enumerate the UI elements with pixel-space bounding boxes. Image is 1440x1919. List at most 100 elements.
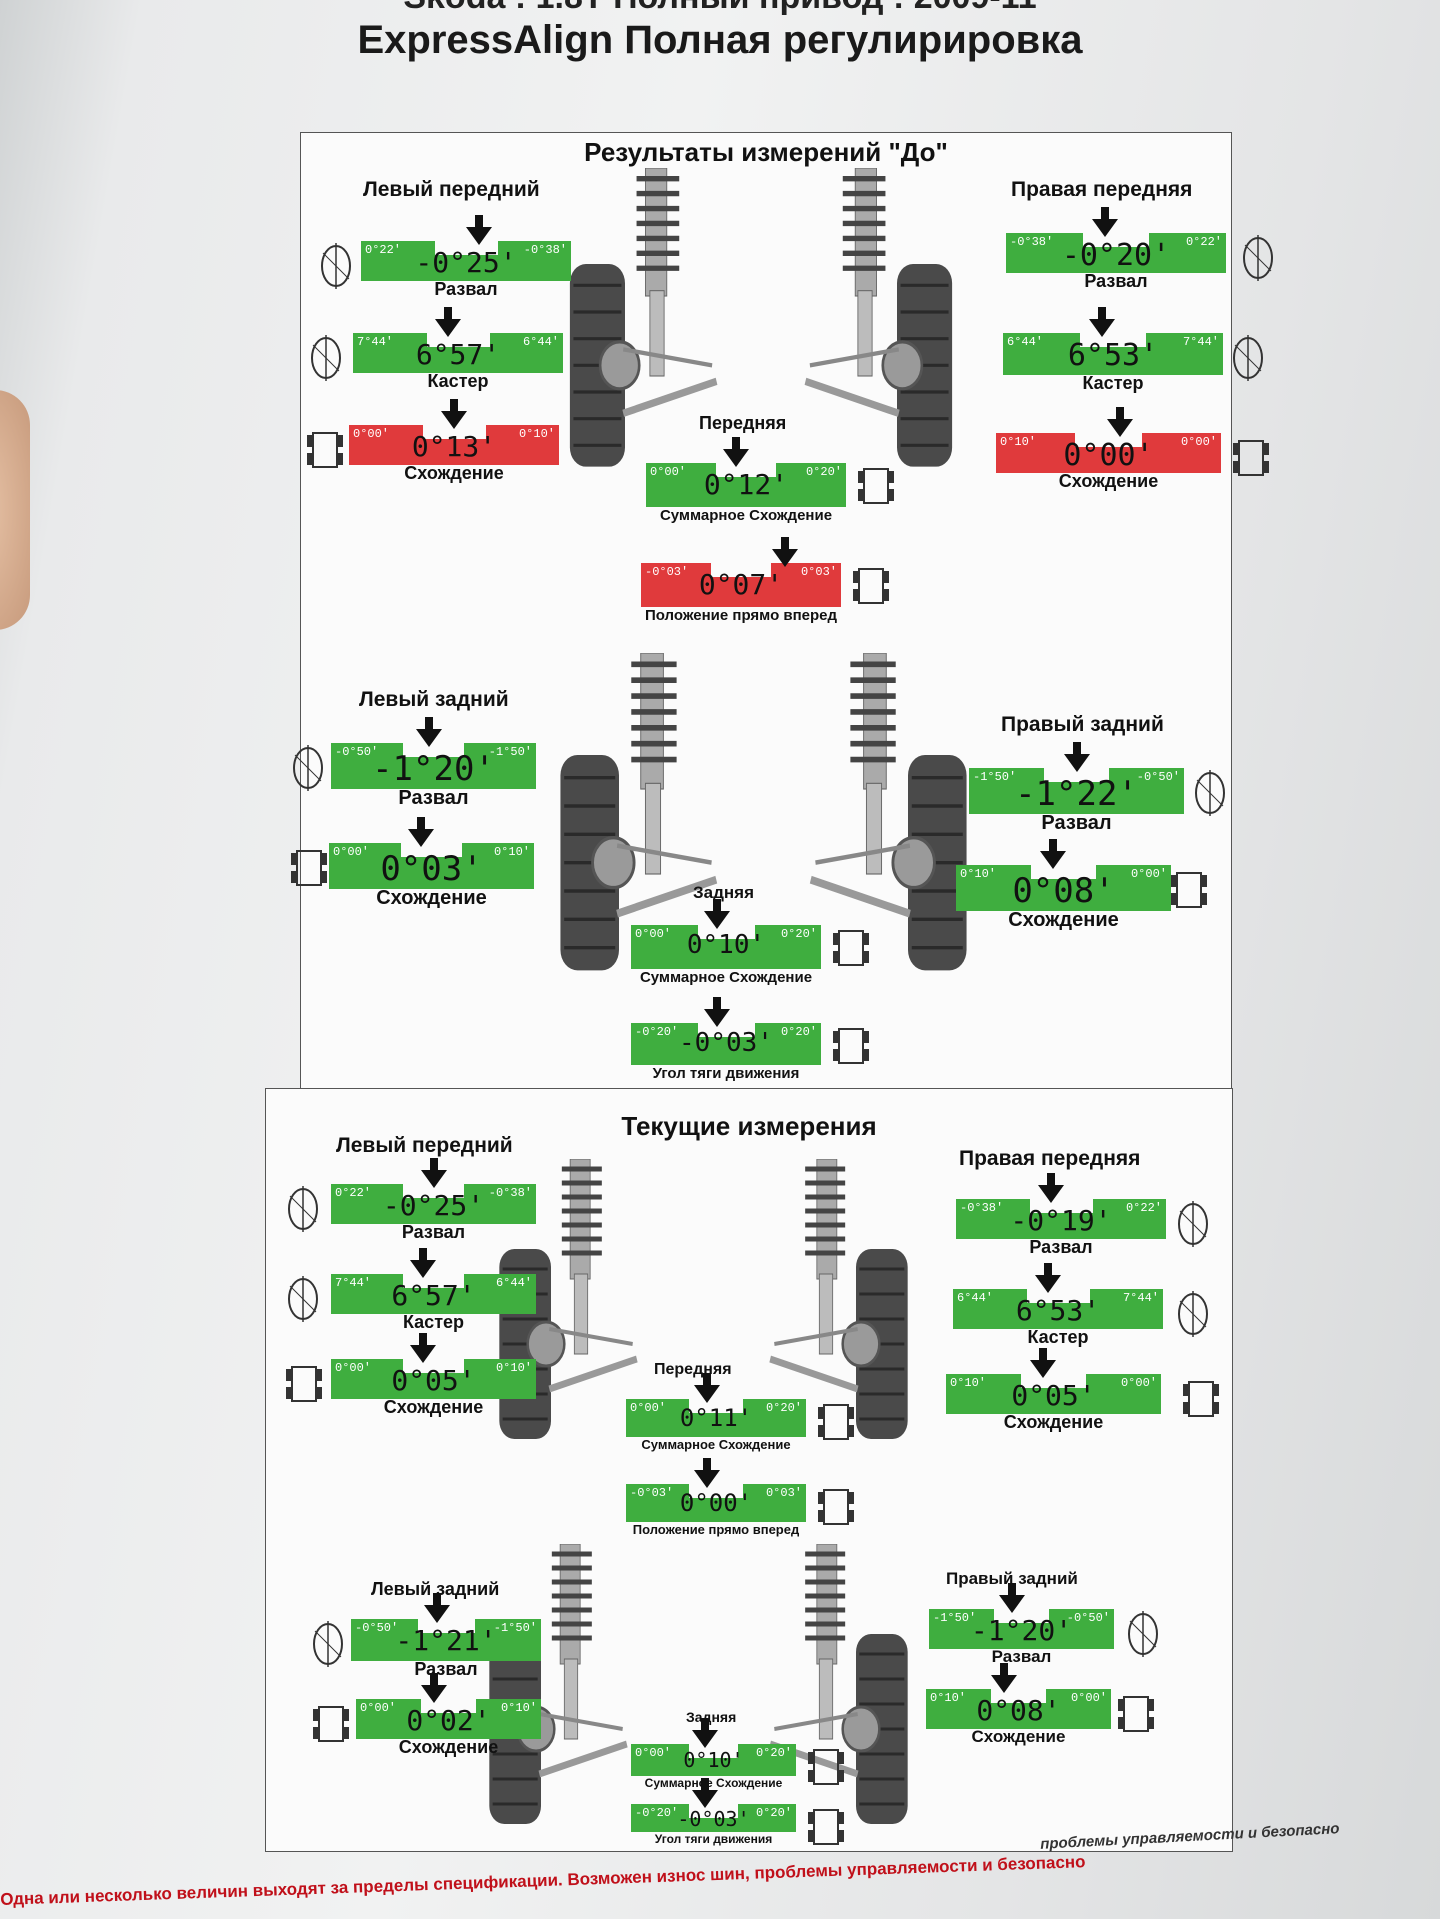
- before-rear_total-label: Суммарное Схождение: [639, 969, 813, 986]
- before-thrust-arrow-stem: [712, 997, 721, 1011]
- current-fl-toe-icon: [284, 1361, 324, 1412]
- current-rr-title: Правый задний: [946, 1569, 1078, 1588]
- before-steer_ahead-icon: [851, 563, 891, 614]
- current-front_total-arrow-stem: [703, 1373, 711, 1387]
- current-fr-camber-arrow: [1037, 1185, 1064, 1203]
- current-rear_total-value: 0°10': [683, 1747, 744, 1772]
- current-steer_ahead-icon: [816, 1484, 856, 1535]
- current-panel-title: Текущие измерения: [621, 1111, 877, 1141]
- before-fl-caster-value: 6°57': [415, 337, 501, 371]
- before-rl-toe-value: 0°03': [380, 848, 483, 889]
- current-fr-caster: 6°44'7°44'6°53': [953, 1263, 1163, 1329]
- before-fr-camber-min: -0°38': [1010, 235, 1054, 249]
- before-fl-camber-arrow: [465, 227, 492, 245]
- current-rr-toe-icon: [1116, 1691, 1156, 1742]
- current-rl-camber-label: Развал: [414, 1659, 478, 1679]
- before-rr-toe-label: Схождение: [1008, 909, 1119, 931]
- current-thrust-icon: [806, 1804, 846, 1855]
- before-fr-toe-arrow-stem: [1115, 407, 1124, 421]
- before-rr-toe: 0°10'0°00'0°08': [956, 839, 1171, 911]
- before-fr-caster-max: 7°44': [1182, 335, 1219, 349]
- current-fl-toe-max: 0°10': [495, 1361, 532, 1375]
- before-panel-title: Результаты измерений "До": [584, 137, 948, 167]
- before-fr-camber-label: Развал: [1084, 271, 1148, 291]
- before-rear_total-arrow: [703, 911, 730, 929]
- before-fr-caster-label: Кастер: [1082, 373, 1144, 393]
- current-fr-caster-label: Кастер: [1027, 1327, 1089, 1347]
- current-rr-toe-value: 0°08': [976, 1693, 1061, 1727]
- before-rr-camber-value: -1°22': [1015, 773, 1138, 814]
- before-fl-camber-max: -0°38': [523, 243, 567, 257]
- before-rr-camber-notch: [1044, 768, 1109, 782]
- before-rl-toe-arrow-stem: [417, 817, 426, 831]
- current-steer_ahead-label: Положение прямо вперед: [632, 1522, 800, 1537]
- current-fr-camber-max: 0°22': [1125, 1201, 1162, 1215]
- before-front_total-title: Передняя: [699, 413, 787, 433]
- current-rl-camber-max: -1°50': [493, 1621, 537, 1635]
- before-steer_ahead-value: 0°07': [698, 568, 784, 602]
- current-fl-camber-icon: [286, 1186, 320, 1237]
- before-front-left-suspension-icon: [561, 167, 721, 488]
- before-rl-camber-label: Развал: [398, 787, 469, 809]
- before-fl-caster: 7°44'6°44'6°57': [353, 307, 563, 373]
- before-thrust-max: 0°20': [780, 1025, 817, 1039]
- before-rl-toe-max: 0°10': [493, 845, 530, 859]
- before-front_total: 0°00'0°20'0°12': [646, 437, 846, 507]
- current-rr-toe-arrow-stem: [999, 1663, 1008, 1677]
- before-rl-camber-max: -1°50': [488, 745, 532, 759]
- current-front_total: 0°00'0°20'0°11': [626, 1373, 806, 1437]
- current-fr-toe-icon: [1181, 1376, 1221, 1427]
- before-fl-toe-arrow: [441, 411, 467, 429]
- before-steer_ahead-min: -0°03': [645, 565, 689, 579]
- before-front_total-arrow: [723, 449, 749, 467]
- before-rr-camber-arrow-stem: [1072, 742, 1081, 756]
- current-rear_total-min: 0°00': [635, 1746, 672, 1760]
- current-fl-camber-max: -0°38': [488, 1186, 532, 1200]
- before-rl-camber-icon: [291, 745, 325, 796]
- before-fr-caster-arrow: [1089, 319, 1115, 337]
- current-rear-right-suspension-icon: [766, 1543, 916, 1844]
- current-thrust-min: -0°20': [635, 1806, 679, 1820]
- before-rl-camber-value: -1°20': [372, 748, 495, 789]
- before-fr-camber-max: 0°22': [1185, 235, 1222, 249]
- current-steer_ahead-arrow-stem: [703, 1458, 711, 1472]
- before-rr-toe-arrow-stem: [1048, 839, 1057, 853]
- before-fl-toe-arrow-stem: [450, 399, 458, 413]
- before-fl-toe-value: 0°13': [411, 429, 497, 463]
- current-rr-camber-label: Развал: [991, 1647, 1052, 1666]
- current-rr-toe-min: 0°10': [930, 1691, 967, 1705]
- before-rear_total-arrow-stem: [712, 899, 721, 913]
- current-rr-toe-label: Схождение: [971, 1727, 1066, 1746]
- current-fr-caster-arrow: [1034, 1275, 1061, 1293]
- before-rear_total: 0°00'0°20'0°10': [631, 899, 821, 969]
- current-rl-camber: -0°50'-1°50'-1°21': [351, 1593, 541, 1661]
- current-fl-caster: 7°44'6°44'6°57': [331, 1248, 536, 1314]
- before-rl-toe-arrow: [408, 829, 435, 847]
- current-fr-toe-value: 0°05': [1011, 1378, 1096, 1412]
- before-fl-camber: 0°22'-0°38'-0°25': [361, 215, 571, 281]
- current-rr-camber: -1°50'-0°50'-1°20': [929, 1583, 1114, 1649]
- current-front_total-value: 0°11': [679, 1403, 753, 1432]
- current-fl-camber-arrow: [420, 1170, 447, 1188]
- before-fl-camber-icon: [319, 243, 353, 294]
- current-steer_ahead-value: 0°00': [679, 1488, 753, 1517]
- before-thrust-min: -0°20': [635, 1025, 679, 1039]
- current-fr-toe: 0°10'0°00'0°05': [946, 1348, 1161, 1414]
- current-rr-camber-arrow-stem: [1008, 1583, 1017, 1597]
- before-rear_total-title: Задняя: [693, 883, 755, 902]
- before-front-right-suspension-icon: [801, 167, 961, 488]
- before-front_total-max: 0°20': [805, 465, 842, 479]
- current-fr-caster-max: 7°44': [1122, 1291, 1159, 1305]
- current-fl-toe-arrow: [410, 1345, 437, 1363]
- current-thrust-value: -0°03': [677, 1807, 750, 1832]
- current-fr-camber-min: -0°38': [960, 1201, 1004, 1215]
- before-rear_total-value: 0°10': [686, 930, 766, 961]
- current-steer_ahead: -0°03'0°03'0°00': [626, 1458, 806, 1522]
- before-steer_ahead-max: 0°03': [800, 565, 837, 579]
- before-thrust-arrow: [703, 1009, 730, 1027]
- current-front_total-icon: [816, 1399, 856, 1450]
- current-steer_ahead-min: -0°03': [630, 1486, 674, 1500]
- current-fl-toe-label: Схождение: [383, 1397, 484, 1417]
- before-fl-camber-label: Развал: [434, 279, 498, 299]
- current-fl-caster-label: Кастер: [402, 1312, 465, 1332]
